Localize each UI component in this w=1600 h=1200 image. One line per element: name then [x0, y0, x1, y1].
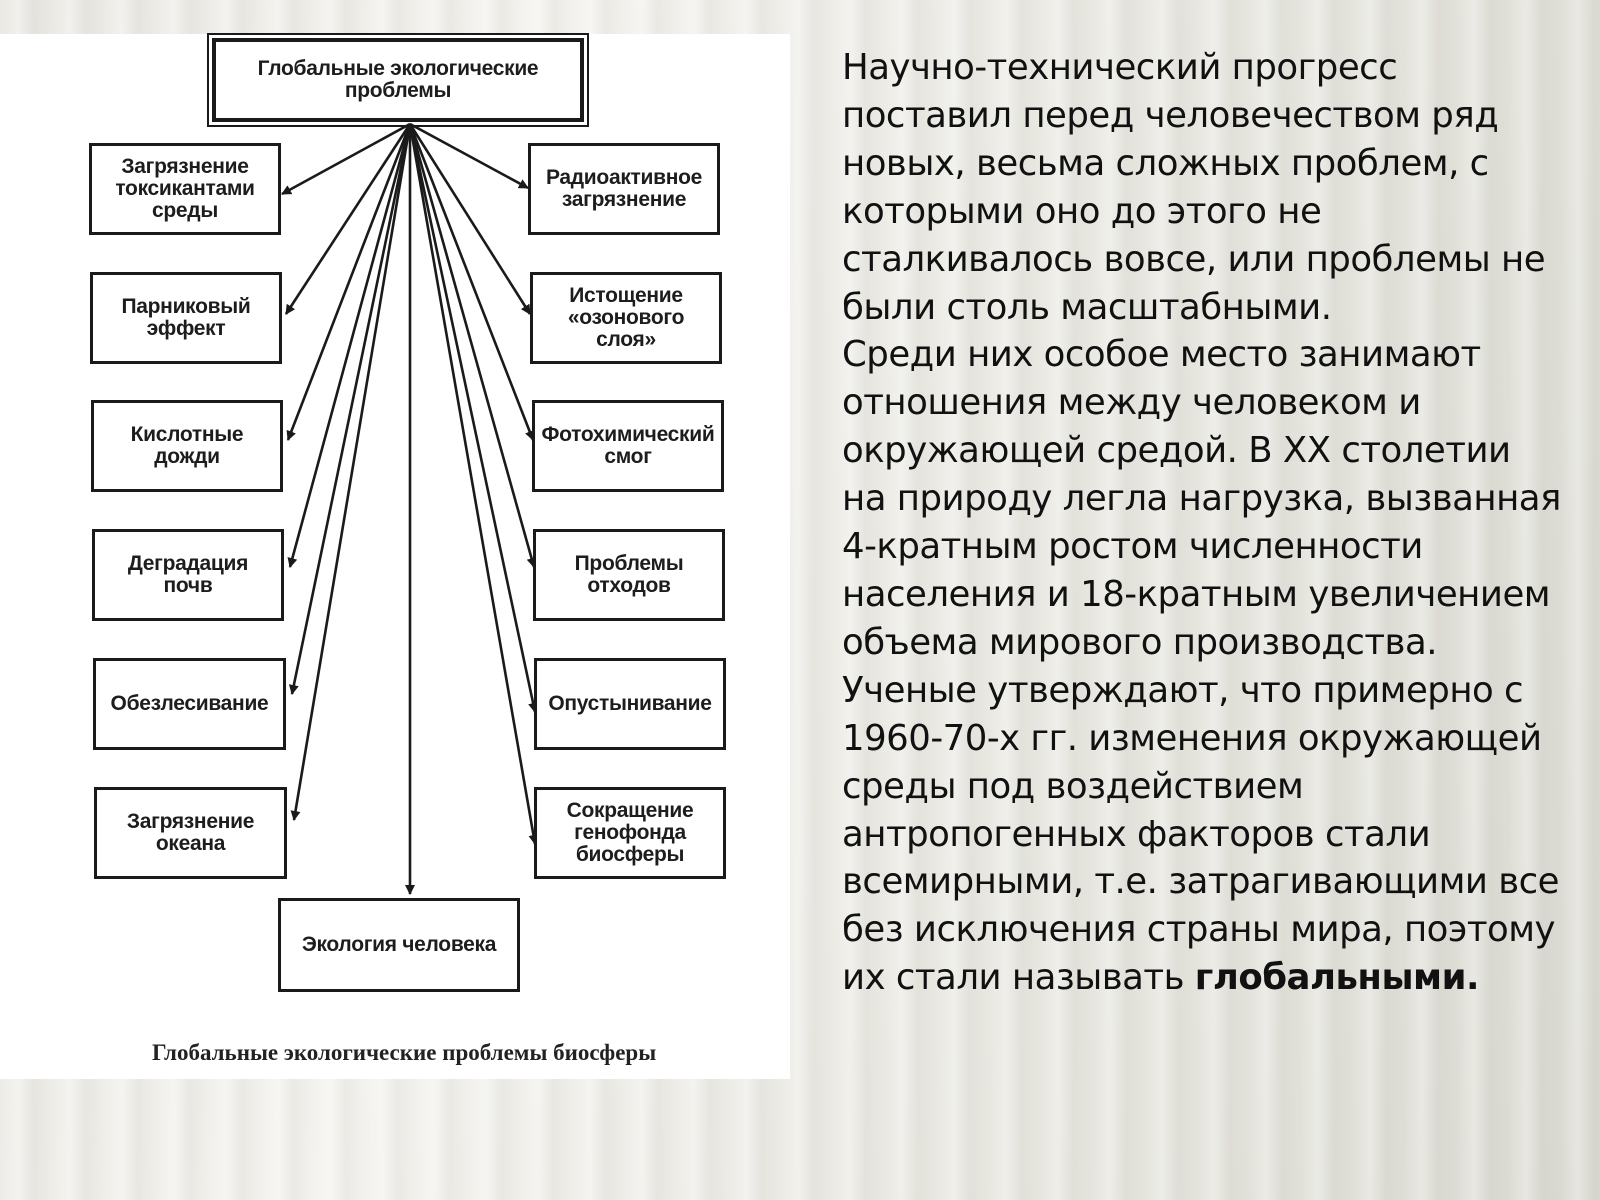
left-box-3: Кислотные дожди — [91, 400, 283, 492]
arrow-left-1 — [281, 122, 411, 196]
right-box-5: Опустынивание — [534, 658, 726, 750]
bottom-box: Экология человека — [278, 898, 520, 992]
right-box-4: Проблемы отходов — [533, 529, 725, 621]
right-box-2: Истощение «озонового слоя» — [530, 272, 722, 364]
arrow-right-6 — [408, 123, 539, 845]
arrow-left-4 — [287, 123, 412, 568]
arrow-right-1 — [409, 122, 529, 190]
left-box-6: Загрязнение океана — [94, 787, 287, 879]
paragraph-2: Среди них особое место занимают отношени… — [842, 334, 1561, 663]
right-box-1: Радиоактивное загрязнение — [528, 143, 720, 235]
arrow-right-4 — [408, 123, 537, 568]
arrow-left-5 — [288, 123, 412, 695]
paragraph-1: Научно-технический прогресс поставил пер… — [842, 47, 1546, 328]
left-box-1: Загрязнение токсикантами среды — [89, 143, 281, 235]
root-box: Глобальные экологические проблемы — [207, 33, 589, 127]
diagram-caption: Глобальные экологические проблемы биосфе… — [152, 1040, 657, 1065]
diagram-arrows — [281, 122, 539, 895]
left-box-4: Деградация почв — [92, 529, 284, 621]
arrow-left-6 — [290, 123, 412, 821]
right-box-3: Фотохимический смог — [532, 400, 724, 492]
arrow-right-2 — [408, 123, 532, 315]
left-box-2: Парниковый эффект — [90, 272, 282, 364]
right-box-6: Сокращение генофонда биосферы — [534, 787, 726, 879]
left-box-5: Обезлесивание — [93, 658, 286, 750]
paragraph-3-text: Ученые утверждают, что примерно с 1960-7… — [842, 669, 1560, 999]
body-text: Научно-технический прогресс поставил пер… — [842, 44, 1562, 1002]
paragraph-3: Ученые утверждают, что примерно с 1960-7… — [842, 667, 1562, 1002]
arrow-left-2 — [284, 123, 412, 315]
paragraph-3-bold: глобальными. — [1194, 957, 1480, 999]
arrow-right-5 — [408, 123, 539, 713]
arrow-left-3 — [286, 123, 412, 441]
diagram-panel: Глобальные экологические проблемы Загряз… — [0, 33, 790, 1079]
arrow-right-3 — [408, 123, 535, 441]
